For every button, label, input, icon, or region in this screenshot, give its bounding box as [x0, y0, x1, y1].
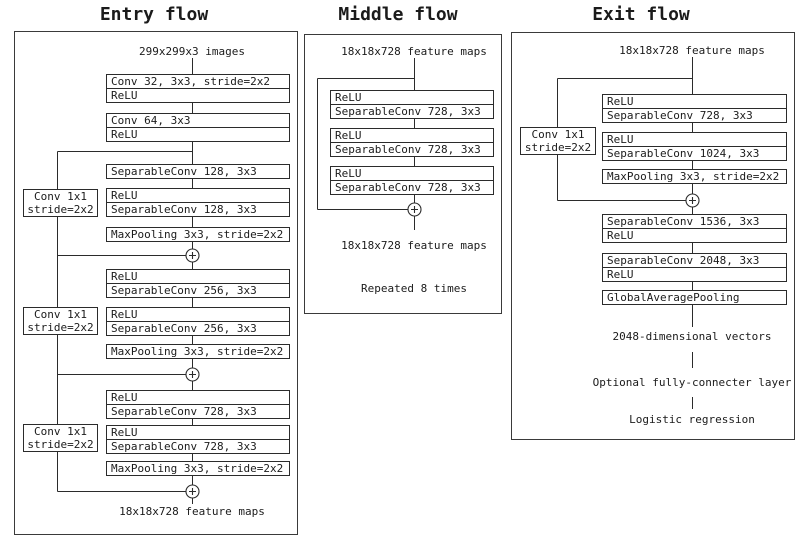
layer-label: stride=2x2: [27, 321, 94, 334]
layer-label: stride=2x2: [27, 203, 94, 216]
layer-label: ReLU: [335, 129, 362, 142]
layer-label: MaxPooling 3x3, stride=2x2: [111, 228, 284, 241]
layer-box-relu-sepconv728-b: ReLU SeparableConv 728, 3x3: [106, 425, 290, 454]
shortcut-conv1x1-box-1: Conv 1x1 stride=2x2: [23, 189, 98, 217]
layer-label: Conv 32, 3x3, stride=2x2: [111, 75, 270, 88]
layer-label: ReLU: [111, 308, 138, 321]
layer-box-relu-sepconv256-b: ReLU SeparableConv 256, 3x3: [106, 307, 290, 336]
shortcut-conv1x1-box-2: Conv 1x1 stride=2x2: [23, 307, 98, 335]
layer-label: ReLU: [335, 167, 362, 180]
layer-label: SeparableConv 728, 3x3: [331, 142, 493, 156]
layer-label: Conv 1x1: [34, 425, 87, 438]
layer-label: SeparableConv 256, 3x3: [107, 321, 289, 335]
layer-label: MaxPooling 3x3, stride=2x2: [111, 345, 284, 358]
layer-box-maxpool-1: MaxPooling 3x3, stride=2x2: [106, 227, 290, 242]
middle-output-shape-label: 18x18x728 feature maps: [341, 239, 487, 252]
layer-label: ReLU: [111, 189, 138, 202]
layer-label: SeparableConv 728, 3x3: [331, 180, 493, 194]
layer-label: ReLU: [603, 267, 786, 281]
layer-label: MaxPooling 3x3, stride=2x2: [111, 462, 284, 475]
layer-box-sepconv128: SeparableConv 128, 3x3: [106, 164, 290, 179]
layer-label: ReLU: [607, 133, 634, 146]
layer-label: MaxPooling 3x3, stride=2x2: [607, 170, 780, 183]
entry-flow-title: Entry flow: [99, 4, 209, 25]
layer-label: ReLU: [107, 127, 289, 141]
layer-box-maxpool-2: MaxPooling 3x3, stride=2x2: [106, 344, 290, 359]
layer-label: SeparableConv 1536, 3x3: [607, 215, 760, 228]
shortcut-conv1x1-box-3: Conv 1x1 stride=2x2: [23, 424, 98, 452]
layer-label: SeparableConv 728, 3x3: [331, 104, 493, 118]
layer-label: ReLU: [603, 228, 786, 242]
layer-box-mid-relu-sepconv728-b: ReLU SeparableConv 728, 3x3: [330, 128, 494, 157]
layer-box-exit-relu-sepconv1024: ReLU SeparableConv 1024, 3x3: [602, 132, 787, 161]
layer-box-relu-sepconv128: ReLU SeparableConv 128, 3x3: [106, 188, 290, 217]
exit-flow-title: Exit flow: [592, 4, 690, 25]
add-merge-icon: [185, 484, 200, 499]
middle-repeat-note: Repeated 8 times: [361, 282, 467, 295]
entry-output-shape-label: 18x18x728 feature maps: [119, 505, 265, 518]
layer-box-mid-relu-sepconv728-a: ReLU SeparableConv 728, 3x3: [330, 90, 494, 119]
layer-label: Conv 64, 3x3: [111, 114, 191, 127]
layer-box-relu-sepconv256-a: ReLU SeparableConv 256, 3x3: [106, 269, 290, 298]
layer-label: ReLU: [111, 426, 138, 439]
layer-box-mid-relu-sepconv728-c: ReLU SeparableConv 728, 3x3: [330, 166, 494, 195]
layer-label: ReLU: [111, 270, 138, 283]
middle-input-shape-label: 18x18x728 feature maps: [341, 45, 487, 58]
layer-label: SeparableConv 1024, 3x3: [603, 146, 786, 160]
exit-flow-panel: [511, 32, 795, 440]
layer-label: ReLU: [607, 95, 634, 108]
exit-vectors-label: 2048-dimensional vectors: [612, 330, 772, 343]
layer-box-conv64: Conv 64, 3x3 ReLU: [106, 113, 290, 142]
layer-label: ReLU: [111, 391, 138, 404]
layer-box-exit-sepconv2048-relu: SeparableConv 2048, 3x3 ReLU: [602, 253, 787, 282]
add-merge-icon: [685, 193, 700, 208]
add-merge-icon: [407, 202, 422, 217]
middle-flow-panel: [304, 34, 502, 314]
layer-label: SeparableConv 2048, 3x3: [607, 254, 760, 267]
layer-box-relu-sepconv728-a: ReLU SeparableConv 728, 3x3: [106, 390, 290, 419]
layer-box-conv32: Conv 32, 3x3, stride=2x2 ReLU: [106, 74, 290, 103]
layer-box-exit-maxpool: MaxPooling 3x3, stride=2x2: [602, 169, 787, 184]
exit-logistic-regression-label: Logistic regression: [629, 413, 755, 426]
middle-flow-title: Middle flow: [338, 4, 458, 25]
layer-label: Conv 1x1: [34, 190, 87, 203]
layer-label: SeparableConv 728, 3x3: [107, 439, 289, 453]
layer-box-exit-sepconv1536-relu: SeparableConv 1536, 3x3 ReLU: [602, 214, 787, 243]
add-merge-icon: [185, 248, 200, 263]
layer-box-maxpool-3: MaxPooling 3x3, stride=2x2: [106, 461, 290, 476]
layer-label: stride=2x2: [524, 141, 592, 154]
exit-input-shape-label: 18x18x728 feature maps: [619, 44, 765, 57]
layer-label: ReLU: [107, 88, 289, 102]
entry-flow-panel: [14, 31, 298, 535]
add-merge-icon: [185, 367, 200, 382]
exit-optional-fc-label: Optional fully-connecter layer: [592, 376, 792, 389]
layer-label: SeparableConv 728, 3x3: [107, 404, 289, 418]
layer-label: Conv 1x1: [531, 128, 585, 141]
layer-label: SeparableConv 128, 3x3: [107, 202, 289, 216]
layer-label: Conv 1x1: [34, 308, 87, 321]
layer-label: stride=2x2: [27, 438, 94, 451]
layer-label: SeparableConv 256, 3x3: [107, 283, 289, 297]
shortcut-conv1x1-box-exit: Conv 1x1 stride=2x2: [520, 127, 596, 155]
layer-label: SeparableConv 728, 3x3: [603, 108, 786, 122]
entry-input-shape-label: 299x299x3 images: [139, 45, 245, 58]
layer-box-exit-globalavgpool: GlobalAveragePooling: [602, 290, 787, 305]
layer-box-exit-relu-sepconv728: ReLU SeparableConv 728, 3x3: [602, 94, 787, 123]
layer-label: GlobalAveragePooling: [607, 291, 740, 304]
layer-label: SeparableConv 128, 3x3: [111, 165, 257, 178]
layer-label: ReLU: [335, 91, 362, 104]
